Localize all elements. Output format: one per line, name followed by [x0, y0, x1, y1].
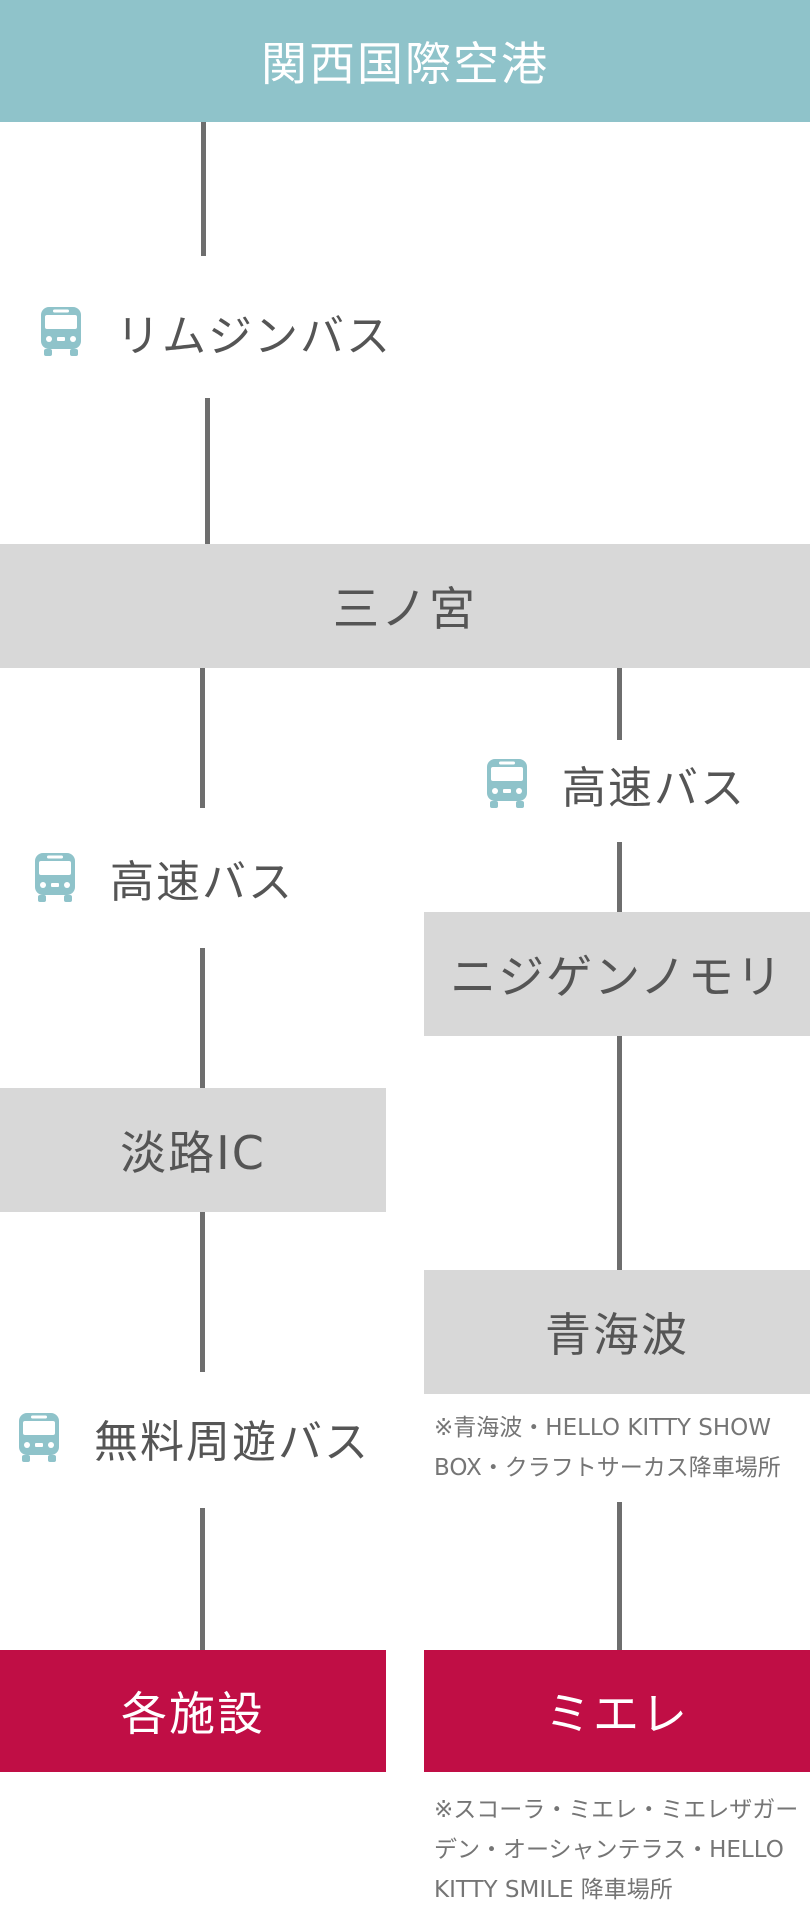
connector-sannomiya-right-bus — [617, 668, 622, 740]
node-awaji-ic-label: 淡路IC — [120, 1126, 266, 1180]
connector-free-bus-facilities — [200, 1508, 205, 1650]
transport-express-bus-right: 高速バス — [484, 754, 746, 814]
connector-seikaiha-miele — [617, 1502, 622, 1650]
node-kansai-airport-label: 関西国際空港 — [261, 37, 549, 91]
bus-icon — [19, 1413, 59, 1462]
transport-limousine-bus: リムジンバス — [38, 302, 392, 362]
connector-awaji-free-bus — [200, 1212, 205, 1372]
transport-free-shuttle-bus: 無料周遊バス — [16, 1408, 370, 1468]
bus-icon — [487, 759, 527, 808]
connector-sannomiya-left-bus — [200, 668, 205, 808]
transport-express-bus-left: 高速バス — [32, 848, 294, 908]
node-kansai-airport: 関西国際空港 — [0, 0, 810, 122]
node-facilities: 各施設 — [0, 1650, 386, 1772]
node-miele-label: ミエレ — [545, 1687, 689, 1741]
bus-icon — [35, 853, 75, 902]
transport-free-shuttle-bus-label: 無料周遊バス — [94, 1417, 370, 1468]
note-miele-dropoff: ※スコーラ・ミエレ・ミエレザガーデン・オーシャンテラス・HELLO KITTY … — [434, 1797, 799, 1903]
node-miele: ミエレ — [424, 1650, 810, 1772]
node-facilities-label: 各施設 — [121, 1687, 265, 1741]
bus-icon — [41, 307, 81, 356]
node-awaji-ic: 淡路IC — [0, 1088, 386, 1212]
connector-right-bus-nijigen — [617, 842, 622, 912]
node-sannomiya-label: 三ノ宮 — [333, 582, 477, 636]
note-seikaiha-dropoff: ※青海波・HELLO KITTY SHOW BOX・クラフトサーカス降車場所 — [434, 1415, 781, 1481]
connector-left-bus-awaji — [200, 948, 205, 1088]
connector-nijigen-seikaiha — [617, 1036, 622, 1270]
transport-express-bus-left-label: 高速バス — [110, 857, 294, 908]
node-seikaiha: 青海波 — [424, 1270, 810, 1394]
node-nijigen-no-mori: ニジゲンノモリ — [424, 912, 810, 1036]
node-sannomiya: 三ノ宮 — [0, 544, 810, 668]
transport-express-bus-right-label: 高速バス — [562, 763, 746, 814]
node-nijigen-no-mori-label: ニジゲンノモリ — [450, 950, 784, 1004]
node-seikaiha-label: 青海波 — [545, 1308, 689, 1362]
connector-kix-limousine — [201, 122, 206, 256]
connector-limousine-sannomiya — [205, 398, 210, 544]
transport-limousine-bus-label: リムジンバス — [116, 311, 392, 362]
